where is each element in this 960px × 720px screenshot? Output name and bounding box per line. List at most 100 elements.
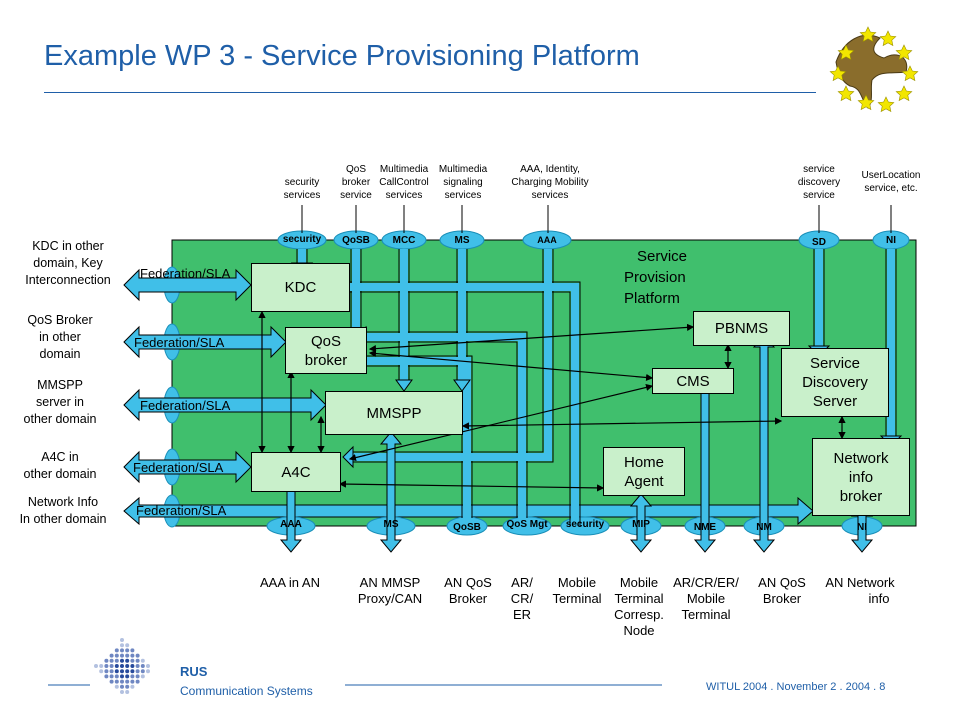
top-service-connectors bbox=[301, 205, 892, 233]
rus-logo-dot bbox=[125, 690, 130, 694]
eu-logo bbox=[829, 26, 919, 113]
top-port-security: security bbox=[282, 234, 322, 245]
title-underline bbox=[44, 92, 816, 93]
federation-label-qos: Federation/SLA bbox=[134, 335, 225, 350]
rus-logo-dot bbox=[130, 669, 135, 674]
rus-logo-dot bbox=[120, 690, 124, 694]
rus-logo-dot bbox=[114, 653, 119, 658]
rus-logo-dot bbox=[120, 658, 124, 663]
rus-logo-dot bbox=[120, 643, 124, 648]
pbnms-box: PBNMS bbox=[693, 311, 790, 346]
rus-logo-dot bbox=[120, 664, 124, 668]
rus-logo-dot bbox=[114, 648, 119, 653]
bottom-port-mip: MIP bbox=[632, 519, 650, 530]
rus-logo-dot bbox=[104, 664, 109, 668]
rus-logo-dot bbox=[114, 669, 119, 674]
rus-logo-dot bbox=[146, 669, 150, 674]
rus-logo-dot bbox=[114, 679, 119, 684]
page-title: Example WP 3 - Service Provisioning Plat… bbox=[44, 40, 640, 72]
rus-logo-dot bbox=[140, 674, 145, 679]
rus-logo-dot bbox=[114, 664, 119, 668]
rus-logo-dot bbox=[120, 638, 124, 642]
rus-logo-dot bbox=[125, 658, 130, 663]
rus-logo-dot bbox=[109, 679, 114, 684]
federation-label-a4c: Federation/SLA bbox=[133, 460, 224, 475]
rus-logo-dot bbox=[135, 674, 140, 679]
top-port-aaa: AAA bbox=[537, 235, 557, 245]
bottom-label-ar-cr-er: AR/CR/ER bbox=[510, 575, 534, 622]
rus-logo-dot bbox=[125, 648, 130, 653]
top-port-ms: MS bbox=[454, 235, 470, 246]
rus-logo-dot bbox=[135, 658, 140, 663]
rus-logo-dot bbox=[114, 674, 119, 679]
bottom-port-ni: NI bbox=[857, 522, 867, 533]
rus-logo-dot bbox=[125, 679, 130, 684]
rus-logo-dot bbox=[104, 674, 109, 679]
rus-logo-dot bbox=[135, 664, 140, 668]
bottom-port-qosb: QoSB bbox=[453, 522, 481, 533]
mmspp-box: MMSPP bbox=[325, 391, 463, 435]
top-port-sd: SD bbox=[812, 237, 826, 248]
rus-logo-dot bbox=[109, 653, 114, 658]
bottom-label-aaa-in-an: AAA in AN bbox=[260, 575, 320, 590]
rus-logo-dot bbox=[130, 658, 135, 663]
rus-logo-dot bbox=[125, 674, 130, 679]
rus-logo-dot bbox=[120, 679, 124, 684]
rus-logo-dot bbox=[120, 648, 124, 653]
rus-logo-dot bbox=[125, 664, 130, 668]
cms-box: CMS bbox=[652, 368, 734, 394]
rus-logo-dot bbox=[104, 669, 109, 674]
rus-logo-dot bbox=[130, 684, 135, 689]
rus-logo-dot bbox=[125, 653, 130, 658]
bottom-port-qos-mgt: QoS Mgt bbox=[506, 519, 548, 530]
rus-logo-dot bbox=[135, 653, 140, 658]
rus-logo-dot bbox=[120, 674, 124, 679]
rus-logo-dot bbox=[94, 664, 98, 668]
footer-org: RUS bbox=[180, 664, 208, 679]
rus-logo-dot bbox=[140, 669, 145, 674]
rus-logo-dot bbox=[125, 643, 130, 648]
footer-dept: Communication Systems bbox=[180, 684, 313, 698]
rus-logo-dot bbox=[130, 674, 135, 679]
rus-logo-dot bbox=[99, 669, 104, 674]
federation-label-mmspp: Federation/SLA bbox=[140, 398, 231, 413]
top-port-mcc: MCC bbox=[392, 235, 416, 246]
rus-logo-dot bbox=[140, 664, 145, 668]
rus-logo-dot bbox=[114, 658, 119, 663]
rus-logo-dot bbox=[109, 669, 114, 674]
rus-logo-dot bbox=[130, 648, 135, 653]
rus-logo-dot bbox=[135, 669, 140, 674]
platform-label: Service Provision Platform bbox=[624, 248, 688, 307]
top-port-qosb: QoSB bbox=[342, 235, 370, 246]
rus-logo-dot bbox=[130, 664, 135, 668]
bottom-port-ms: MS bbox=[383, 519, 399, 530]
bottom-label-an-network-info: AN Network info bbox=[825, 575, 895, 606]
rus-logo-dot bbox=[130, 679, 135, 684]
rus-logo-dot bbox=[125, 669, 130, 674]
rus-logo-dot bbox=[120, 653, 124, 658]
rus-logo-dot bbox=[146, 664, 150, 668]
footer-slide-info: WITUL 2004 . November 2 . 2004 . 8 bbox=[706, 681, 886, 693]
rus-logo-dot bbox=[109, 658, 114, 663]
